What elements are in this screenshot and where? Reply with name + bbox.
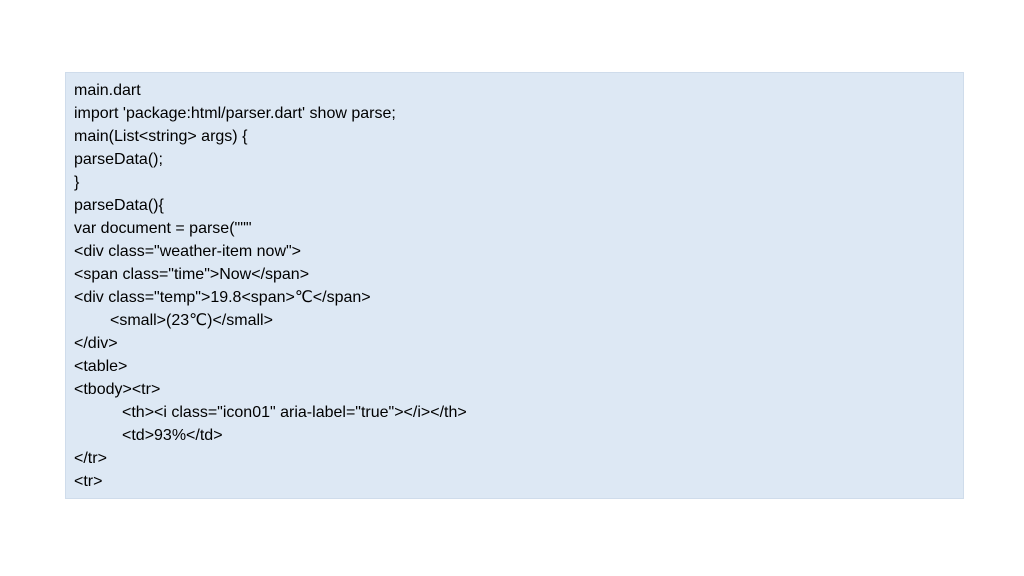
code-line-table-open: <table>: [74, 358, 128, 375]
code-line-main-close: }: [74, 174, 80, 191]
code-line-div-weather: <div class="weather-item now">: [74, 243, 302, 260]
code-line-filename: main.dart: [74, 82, 141, 99]
code-line-tr-close: </tr>: [74, 450, 107, 467]
code-line-div-temp: <div class="temp">19.8<span>℃</span>: [74, 289, 371, 306]
code-line-td: <td>93%</td>: [122, 427, 223, 444]
code-block: main.dart import 'package:html/parser.da…: [65, 72, 964, 499]
code-line-main-signature: main(List<string> args) {: [74, 128, 248, 145]
code-line-tr-open: <tr>: [74, 473, 103, 490]
code-line-import: import 'package:html/parser.dart' show p…: [74, 105, 396, 122]
code-line-parse-call: parseData();: [74, 151, 163, 168]
code-line-parsedata-signature: parseData(){: [74, 197, 164, 214]
code-line-span-time: <span class="time">Now</span>: [74, 266, 310, 283]
code-line-small: <small>(23℃)</small>: [110, 312, 273, 329]
code-line-div-close: </div>: [74, 335, 118, 352]
code-line-th: <th><i class="icon01" aria-label="true">…: [122, 404, 467, 421]
code-line-var-document: var document = parse(""": [74, 220, 252, 237]
code-line-tbody-tr: <tbody><tr>: [74, 381, 161, 398]
